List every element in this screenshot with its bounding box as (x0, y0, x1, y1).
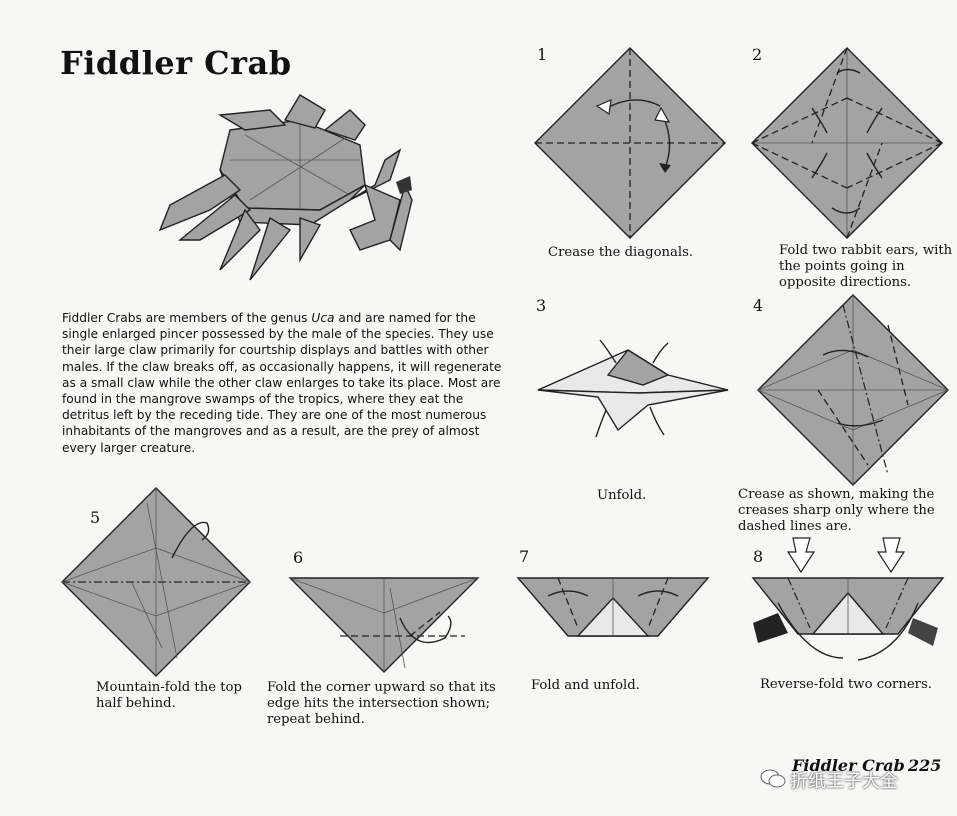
page-title: Fiddler Crab (60, 44, 292, 82)
step-8-number: 8 (753, 547, 764, 566)
step-3-diagram (537, 339, 729, 438)
step-3-caption: Unfold. (597, 488, 647, 503)
step-5-diagram (61, 487, 251, 677)
step-1-diagram (534, 47, 726, 239)
chat-bubble-icon (760, 769, 786, 788)
step-6-caption: Fold the corner upward so that its edge … (267, 680, 496, 727)
step-4-caption: Crease as shown, making the creases shar… (738, 487, 935, 534)
step-5-number: 5 (90, 508, 101, 527)
step-7-diagram (516, 577, 710, 637)
intro-paragraph: Fiddler Crabs are members of the genus U… (62, 311, 502, 455)
step-3-number: 3 (536, 296, 547, 315)
step-4-diagram (757, 294, 949, 486)
step-1-number: 1 (537, 45, 548, 64)
step-4-number: 4 (753, 296, 764, 315)
step-7-number: 7 (519, 547, 530, 566)
finished-crab-illustration (158, 94, 413, 281)
step-2-number: 2 (752, 45, 763, 64)
step-1-caption: Crease the diagonals. (548, 245, 694, 260)
step-6-number: 6 (293, 548, 304, 567)
step-7-caption: Fold and unfold. (531, 678, 640, 693)
footer-title: Fiddler Crab (792, 756, 905, 775)
step-2-diagram (751, 47, 943, 239)
watermark: 折纸王子大全 (790, 771, 898, 792)
step-5-caption: Mountain-fold the top half behind. (96, 680, 242, 711)
step-2-caption: Fold two rabbit ears, with the points go… (779, 243, 953, 290)
step-6-diagram (288, 577, 480, 673)
step-8-caption: Reverse-fold two corners. (760, 677, 932, 692)
page-number: 225 (908, 756, 942, 775)
step-8-diagram (751, 537, 945, 661)
